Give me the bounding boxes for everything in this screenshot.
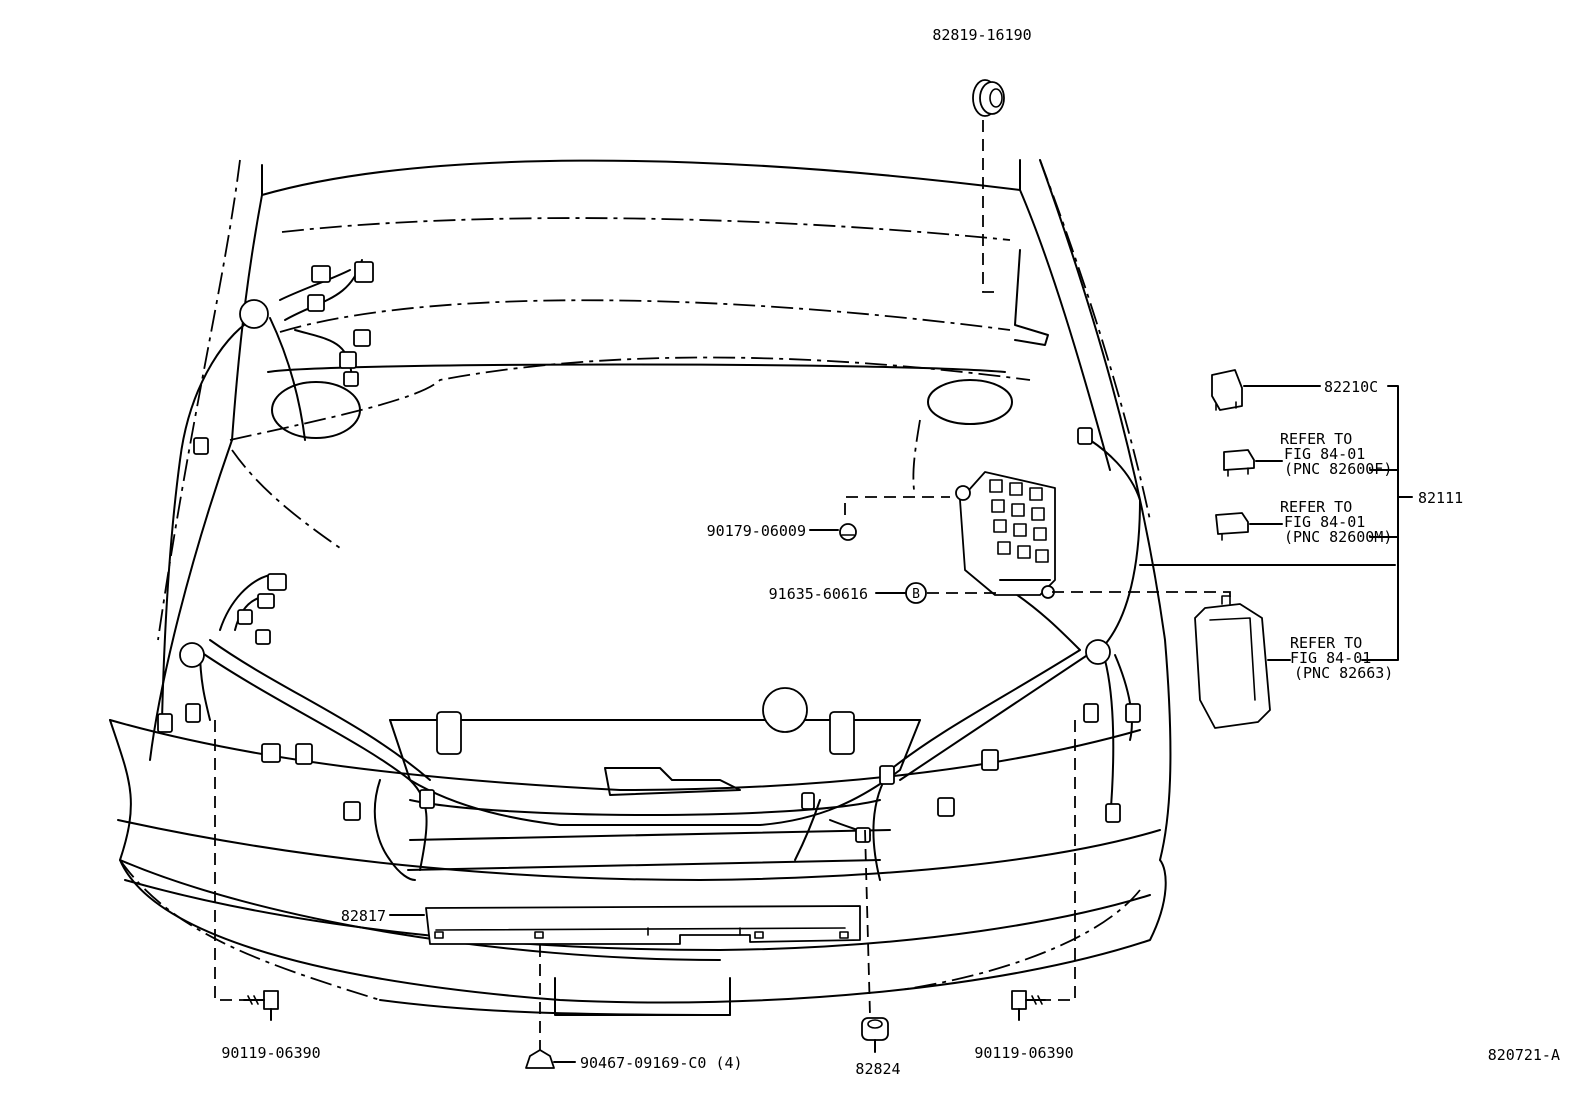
- bolt-marker-circle[interactable]: [905, 582, 927, 604]
- label-ref2-line1: REFER TO: [1280, 498, 1352, 516]
- label-ref1-line2: FIG 84-01: [1284, 445, 1365, 463]
- label-ref3-line2: FIG 84-01: [1290, 649, 1371, 667]
- engine-wire-harness[interactable]: [161, 259, 1396, 881]
- screw-left-part[interactable]: [243, 990, 279, 1021]
- label-bolt: 91635-60616: [769, 585, 868, 603]
- label-ref3-line1: REFER TO: [1290, 634, 1362, 652]
- screw-right-part[interactable]: [1011, 990, 1046, 1021]
- label-ref1-line1: REFER TO: [1280, 430, 1352, 448]
- label-ref1-line3: (PNC 82600F): [1284, 460, 1392, 478]
- bolt-marker-letter: B: [912, 587, 920, 602]
- label-harness: 82111: [1418, 489, 1463, 507]
- ref3-leader-dashed: [1052, 591, 1231, 604]
- ref1-fuse-part[interactable]: [1223, 449, 1255, 477]
- harness-bracket: [1361, 385, 1399, 661]
- grommet-top-leader: [982, 120, 996, 293]
- label-ref2-line3: (PNC 82600M): [1284, 528, 1392, 546]
- clamp-part[interactable]: [525, 1049, 576, 1069]
- grommet-bottom-part[interactable]: [861, 1017, 889, 1053]
- grommet-bottom-leader-dashed: [864, 829, 871, 1016]
- label-screw-left: 90119-06390: [221, 1044, 320, 1062]
- ref3-cover-part[interactable]: [1194, 595, 1271, 729]
- label-clamp: 90467-09169-C0 (4): [580, 1054, 743, 1072]
- screw-right-leader-dashed: [1040, 720, 1076, 1001]
- relay-part[interactable]: [1211, 369, 1243, 411]
- car-body: [109, 159, 1172, 1016]
- connectors-right: [801, 427, 1141, 843]
- connectors-left: [157, 261, 435, 821]
- label-relay: 82210C: [1324, 378, 1378, 396]
- cowl-bracket: [1014, 249, 1049, 346]
- clip-part[interactable]: [839, 523, 857, 541]
- figure-number: 820721-A: [1488, 1046, 1560, 1064]
- screw-left-leader-dashed: [214, 720, 250, 1001]
- label-grommet-bottom: 82824: [855, 1060, 900, 1078]
- label-screw-right: 90119-06390: [974, 1044, 1073, 1062]
- relay-block[interactable]: [955, 471, 1056, 599]
- label-ref2-line2: FIG 84-01: [1284, 513, 1365, 531]
- ref2-fuse-part[interactable]: [1215, 512, 1249, 541]
- grommet-top-part[interactable]: [972, 79, 1005, 117]
- clip-leader-dashed: [844, 496, 950, 515]
- label-protector: 82817: [341, 907, 386, 925]
- label-clip: 90179-06009: [707, 522, 806, 540]
- label-ref3-line3: (PNC 82663): [1294, 664, 1393, 682]
- label-grommet-top: 82819-16190: [932, 26, 1031, 44]
- protector-part[interactable]: [425, 905, 861, 945]
